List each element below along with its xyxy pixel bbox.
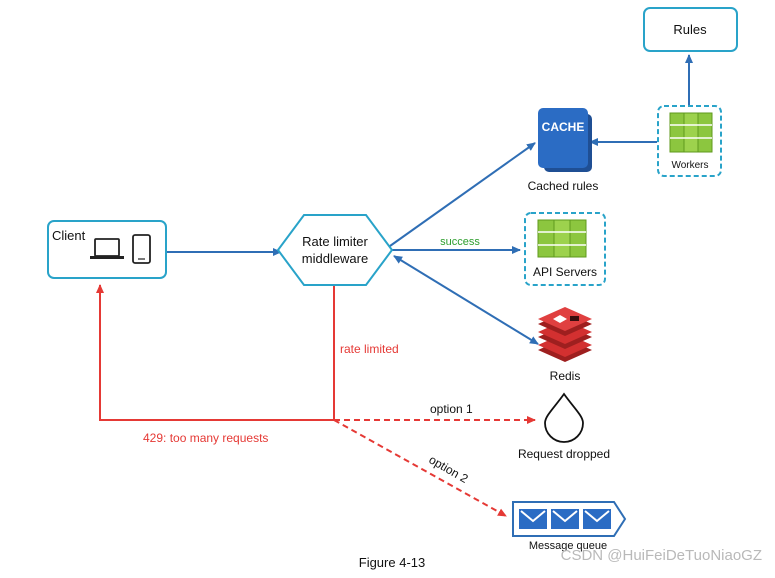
rate-limiter-label-line1: Rate limiter	[302, 234, 368, 249]
api-servers-label: API Servers	[533, 265, 597, 279]
edge-limiter-to-cache	[389, 142, 536, 247]
edge-option2-queue	[333, 419, 507, 517]
request-dropped-label: Request dropped	[518, 447, 610, 461]
message-queue-icon	[512, 501, 627, 537]
server-rack-icon	[537, 219, 587, 258]
client-node: Client	[47, 220, 167, 279]
message-queue-label: Message queue	[529, 540, 607, 552]
message-queue-node: Message queue	[512, 501, 627, 552]
rules-label: Rules	[673, 22, 707, 37]
blue-edges	[166, 54, 693, 345]
cache-node: CACHE Cached rules	[528, 108, 599, 193]
rules-node: Rules	[643, 7, 738, 52]
too-many-requests-label: 429: too many requests	[143, 431, 268, 445]
workers-node: Workers	[657, 105, 722, 177]
figure-caption: Figure 4-13	[359, 555, 425, 570]
svg-text:CACHE: CACHE	[542, 120, 585, 134]
rate-limiter-node: Rate limiter middleware	[276, 214, 394, 286]
redis-icon	[538, 307, 592, 362]
workers-label: Workers	[671, 160, 708, 171]
success-label: success	[440, 236, 480, 248]
edge-limiter-redis	[393, 255, 539, 345]
cached-rules-label: Cached rules	[528, 179, 599, 193]
watermark: CSDN @HuiFeiDeTuoNiaoGZ	[561, 547, 762, 564]
client-label: Client	[52, 228, 86, 243]
api-servers-node: API Servers	[524, 212, 606, 286]
phone-icon	[132, 234, 151, 264]
request-dropped-node: Request dropped	[518, 392, 610, 461]
cache-icon: CACHE	[538, 108, 592, 172]
laptop-icon	[90, 238, 124, 259]
rate-limiter-label-line2: middleware	[302, 251, 368, 266]
server-rack-icon	[669, 112, 713, 153]
option2-label: option 2	[427, 452, 471, 486]
rate-limited-label: rate limited	[340, 342, 399, 356]
option1-label: option 1	[430, 402, 473, 416]
drop-icon	[544, 392, 584, 443]
redis-node: Redis	[538, 307, 592, 383]
edge-rate-limited-to-client	[96, 284, 335, 421]
redis-label: Redis	[550, 369, 581, 383]
red-edges	[96, 284, 536, 517]
